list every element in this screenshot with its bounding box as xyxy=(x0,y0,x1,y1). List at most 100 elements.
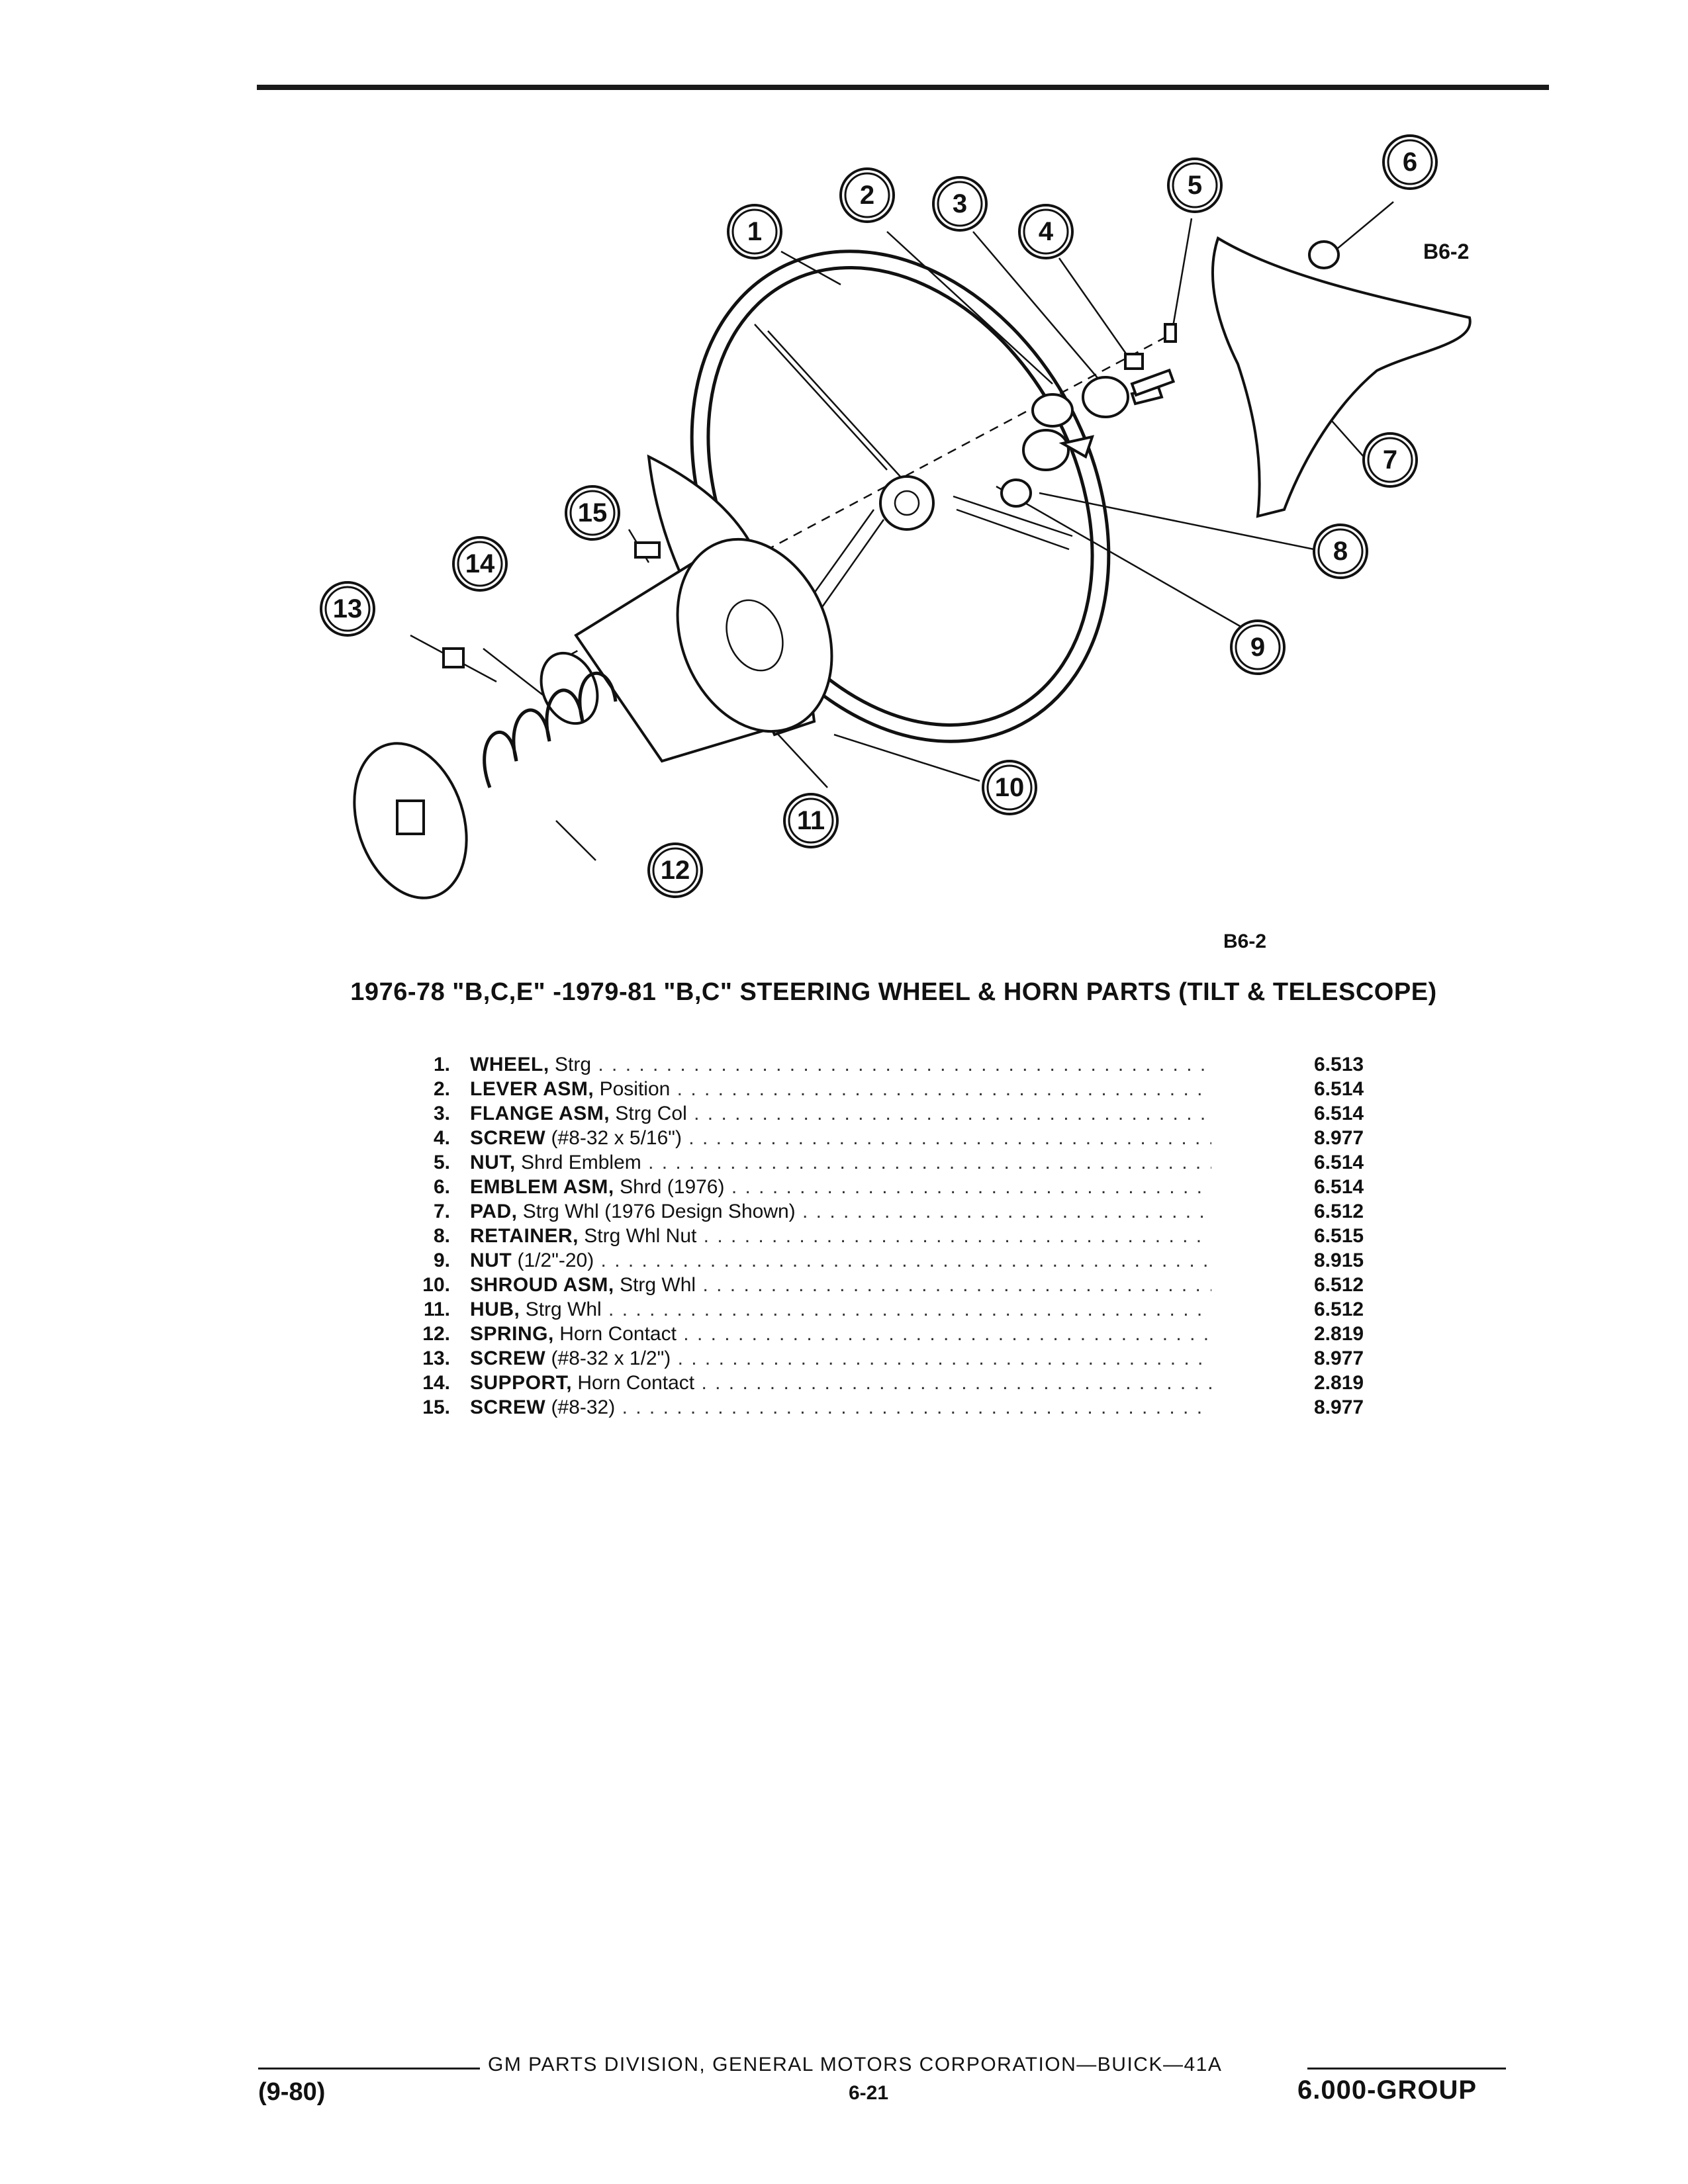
part-name: HUB, xyxy=(470,1298,520,1320)
svg-text:9: 9 xyxy=(1250,633,1265,662)
emblem xyxy=(1308,240,1340,269)
parts-list: 1. WHEEL, Strg . . . . . . . . . . . . . … xyxy=(384,1052,1390,1420)
part-name: WHEEL, xyxy=(470,1054,549,1075)
spring xyxy=(483,671,618,788)
part-description: Shrd Emblem xyxy=(521,1152,641,1173)
callout-3: 3 xyxy=(932,176,988,232)
part-label: PAD, Strg Whl (1976 Design Shown) . . . … xyxy=(470,1199,1211,1224)
part-number: 1. xyxy=(433,1054,450,1075)
part-name: SPRING, xyxy=(470,1323,554,1345)
callout-14: 14 xyxy=(452,536,508,592)
svg-text:2: 2 xyxy=(860,181,874,210)
part-description: Strg Whl (1976 Design Shown) xyxy=(522,1201,796,1222)
footer-group: 6.000-GROUP xyxy=(1297,2075,1477,2105)
parts-list-row: 15.SCREW (#8-32) . . . . . . . . . . . .… xyxy=(384,1395,1390,1420)
part-name: SUPPORT, xyxy=(470,1372,573,1394)
section-title: 1976-78 "B,C,E" -1979-81 "B,C" STEERING … xyxy=(350,978,1437,1006)
callout-11: 11 xyxy=(783,793,839,848)
parts-list-row: 11.HUB, Strg Whl . . . . . . . . . . . .… xyxy=(384,1297,1390,1322)
group-code: 6.515 xyxy=(1314,1225,1364,1247)
callout-2: 2 xyxy=(839,167,895,223)
group-code: 8.977 xyxy=(1314,1396,1364,1418)
callout-15: 15 xyxy=(565,485,620,541)
svg-text:3: 3 xyxy=(953,189,967,218)
part-label: SHROUD ASM, Strg Whl . . . . . . . . . .… xyxy=(470,1273,1211,1297)
callout-7: 7 xyxy=(1362,432,1418,488)
group-code: 6.512 xyxy=(1314,1274,1364,1296)
dot-leader: . . . . . . . . . . . . . . . . . . . . … xyxy=(598,1054,1211,1075)
part-description: (#8-32 x 1/2") xyxy=(551,1347,671,1369)
group-code: 8.977 xyxy=(1314,1347,1364,1369)
svg-text:1: 1 xyxy=(747,217,762,246)
group-code: 6.514 xyxy=(1314,1103,1364,1124)
dot-leader: . . . . . . . . . . . . . . . . . . . . … xyxy=(600,1250,1211,1271)
parts-list-row: 6. EMBLEM ASM, Shrd (1976) . . . . . . . … xyxy=(384,1175,1390,1199)
part-number: 12. xyxy=(422,1323,450,1345)
callout-12: 12 xyxy=(647,842,703,898)
callout-9: 9 xyxy=(1230,619,1286,675)
exploded-parts-diagram: 1 2 3 4 5 6 7 8 9 10 11 12 13 14 15 xyxy=(291,126,1549,960)
svg-text:15: 15 xyxy=(578,498,608,527)
dot-leader: . . . . . . . . . . . . . . . . . . . . … xyxy=(702,1274,1211,1296)
part-number: 2. xyxy=(433,1078,450,1100)
diagram-drawing: 1 2 3 4 5 6 7 8 9 10 11 12 13 14 15 xyxy=(320,134,1472,899)
dot-leader: . . . . . . . . . . . . . . . . . . . . … xyxy=(677,1078,1211,1100)
svg-text:5: 5 xyxy=(1188,171,1202,200)
parts-list-row: 9. NUT (1/2"-20) . . . . . . . . . . . . … xyxy=(384,1248,1390,1273)
part-number: 9. xyxy=(433,1250,450,1271)
part-description: Shrd (1976) xyxy=(620,1176,725,1198)
part-number: 10. xyxy=(422,1274,450,1296)
parts-list-row: 14. SUPPORT, Horn Contact . . . . . . . .… xyxy=(384,1371,1390,1395)
part-label: NUT (1/2"-20) . . . . . . . . . . . . . … xyxy=(470,1248,1211,1273)
part-name: SCREW xyxy=(470,1347,546,1369)
parts-list-row: 8. RETAINER, Strg Whl Nut . . . . . . . .… xyxy=(384,1224,1390,1248)
callout-4: 4 xyxy=(1018,204,1074,259)
horn-pad xyxy=(1211,236,1472,518)
part-label: HUB, Strg Whl . . . . . . . . . . . . . … xyxy=(470,1297,1211,1322)
part-name: SCREW xyxy=(470,1127,546,1149)
part-description: Position xyxy=(599,1078,671,1100)
part-label: EMBLEM ASM, Shrd (1976) . . . . . . . . … xyxy=(470,1175,1211,1199)
part-label: WHEEL, Strg . . . . . . . . . . . . . . … xyxy=(470,1052,1211,1077)
parts-list-row: 3. FLANGE ASM, Strg Col . . . . . . . . .… xyxy=(384,1101,1390,1126)
part-number: 8. xyxy=(433,1225,450,1247)
part-label: RETAINER, Strg Whl Nut . . . . . . . . .… xyxy=(470,1224,1211,1248)
group-code: 6.514 xyxy=(1314,1152,1364,1173)
parts-list-row: 10. SHROUD ASM, Strg Whl . . . . . . . . … xyxy=(384,1273,1390,1297)
svg-text:14: 14 xyxy=(465,549,495,578)
dot-leader: . . . . . . . . . . . . . . . . . . . . … xyxy=(802,1201,1211,1222)
part-number: 6. xyxy=(433,1176,450,1198)
part-description: Strg Whl xyxy=(620,1274,696,1296)
svg-text:8: 8 xyxy=(1333,537,1348,566)
part-description: Strg Col xyxy=(615,1103,687,1124)
part-number: 7. xyxy=(433,1201,450,1222)
hub xyxy=(574,537,833,763)
group-code: 6.514 xyxy=(1314,1078,1364,1100)
part-description: (#8-32 x 5/16") xyxy=(551,1127,682,1149)
group-code: 6.512 xyxy=(1314,1201,1364,1222)
part-number: 3. xyxy=(433,1103,450,1124)
part-name: SHROUD ASM, xyxy=(470,1274,614,1296)
group-code: 8.915 xyxy=(1314,1250,1364,1271)
part-number: 4. xyxy=(433,1127,450,1149)
group-code: 6.513 xyxy=(1314,1054,1364,1075)
parts-list-row: 12.SPRING, Horn Contact . . . . . . . . … xyxy=(384,1322,1390,1346)
part-number: 13. xyxy=(422,1347,450,1369)
dot-leader: . . . . . . . . . . . . . . . . . . . . … xyxy=(701,1372,1211,1394)
part-description: (1/2"-20) xyxy=(517,1250,594,1271)
part-description: Strg xyxy=(555,1054,592,1075)
part-label: SCREW (#8-32) . . . . . . . . . . . . . … xyxy=(470,1395,1211,1420)
callout-6: 6 xyxy=(1382,134,1438,190)
part-label: FLANGE ASM, Strg Col . . . . . . . . . .… xyxy=(470,1101,1211,1126)
parts-list-row: 7. PAD, Strg Whl (1976 Design Shown) . . … xyxy=(384,1199,1390,1224)
part-number: 14. xyxy=(422,1372,450,1394)
part-label: SUPPORT, Horn Contact . . . . . . . . . … xyxy=(470,1371,1211,1395)
part-description: Strg Whl Nut xyxy=(584,1225,697,1247)
svg-text:11: 11 xyxy=(797,806,825,835)
footer-date: (9-80) xyxy=(258,2078,326,2106)
svg-text:7: 7 xyxy=(1383,445,1397,475)
dot-leader: . . . . . . . . . . . . . . . . . . . . … xyxy=(731,1176,1211,1198)
group-code: 6.514 xyxy=(1314,1176,1364,1198)
callout-1: 1 xyxy=(727,204,782,259)
svg-text:4: 4 xyxy=(1039,217,1054,246)
